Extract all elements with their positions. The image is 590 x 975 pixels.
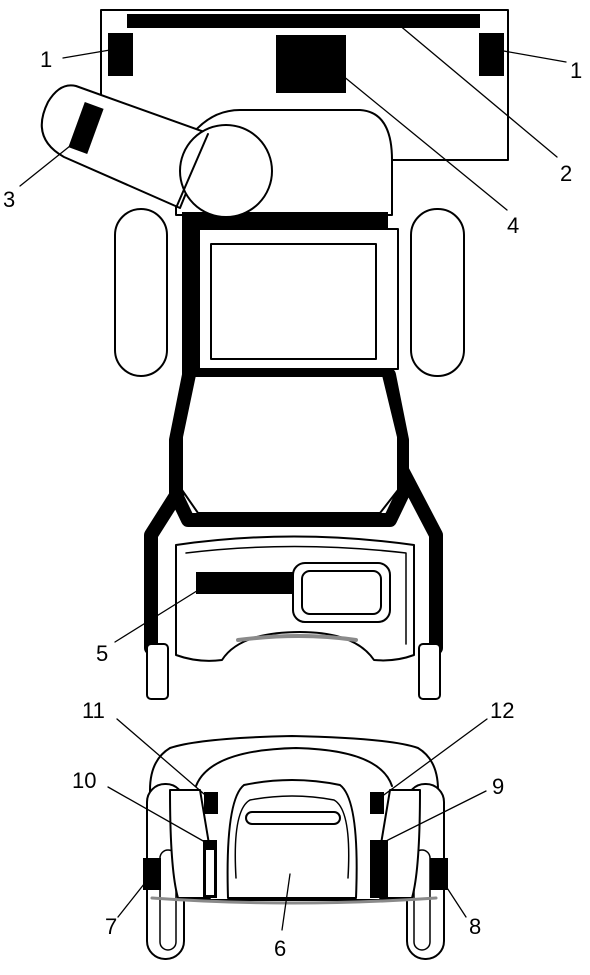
engine-cover-gray-line xyxy=(236,634,358,642)
decal-1-right xyxy=(479,33,504,76)
leader-7 xyxy=(117,873,153,918)
chute-pivot xyxy=(179,124,273,218)
decal-4 xyxy=(276,35,346,93)
callout-11: 11 xyxy=(82,698,105,723)
leader-2 xyxy=(391,18,558,158)
leader-8 xyxy=(437,873,467,918)
callout-1-left: 1 xyxy=(40,47,52,72)
machine-front-view xyxy=(143,735,448,960)
front-right-panel xyxy=(379,789,421,899)
front-body-top-line xyxy=(195,747,393,787)
leader-1-right xyxy=(497,49,567,63)
decal-2 xyxy=(127,14,480,28)
rollover-bar-left-foot xyxy=(146,643,169,700)
rollover-bar xyxy=(144,368,443,655)
callout-1-right: 1 xyxy=(570,58,582,83)
callout-7: 7 xyxy=(105,914,117,939)
console-screen xyxy=(210,243,377,360)
callout-9: 9 xyxy=(492,774,504,799)
left-wheel xyxy=(114,208,168,377)
leader-9 xyxy=(375,790,487,847)
callout-2: 2 xyxy=(560,161,572,186)
seat-handle xyxy=(245,811,341,825)
leader-12 xyxy=(376,718,488,801)
callout-5: 5 xyxy=(96,641,108,666)
decal-12 xyxy=(370,792,384,814)
right-wheel xyxy=(410,208,465,377)
front-bottom-line xyxy=(150,896,438,905)
callout-4: 4 xyxy=(507,213,519,238)
callout-labels: 1 1 2 3 4 5 11 12 10 9 7 8 6 xyxy=(3,47,582,961)
leader-3 xyxy=(19,137,81,187)
callout-3: 3 xyxy=(3,187,15,212)
decal-5 xyxy=(196,572,293,594)
engine-cover xyxy=(175,535,415,662)
callout-8: 8 xyxy=(469,914,481,939)
chute-connector xyxy=(175,133,209,209)
decal-1-left xyxy=(108,33,133,76)
engine-cover-panel-inner xyxy=(301,570,382,615)
rollover-bar-right-foot xyxy=(418,643,441,700)
leader-11 xyxy=(116,718,212,801)
leader-6 xyxy=(281,873,291,931)
callout-12: 12 xyxy=(490,698,514,723)
decal-9 xyxy=(370,840,388,898)
engine-cover-inner xyxy=(185,545,407,645)
seat xyxy=(226,779,358,899)
machine-top-view xyxy=(40,9,509,700)
leader-1-left xyxy=(62,49,111,59)
leader-5 xyxy=(114,583,209,643)
seat-back-ridge xyxy=(234,795,350,879)
decal-10-inner xyxy=(206,850,214,895)
engine-cover-panel-outer xyxy=(292,562,391,623)
callout-10: 10 xyxy=(72,768,96,793)
callout-6: 6 xyxy=(274,936,286,961)
leader-10 xyxy=(107,786,213,847)
operator-platform xyxy=(181,374,399,514)
leader-4 xyxy=(325,61,508,211)
leader-lines xyxy=(19,18,567,931)
